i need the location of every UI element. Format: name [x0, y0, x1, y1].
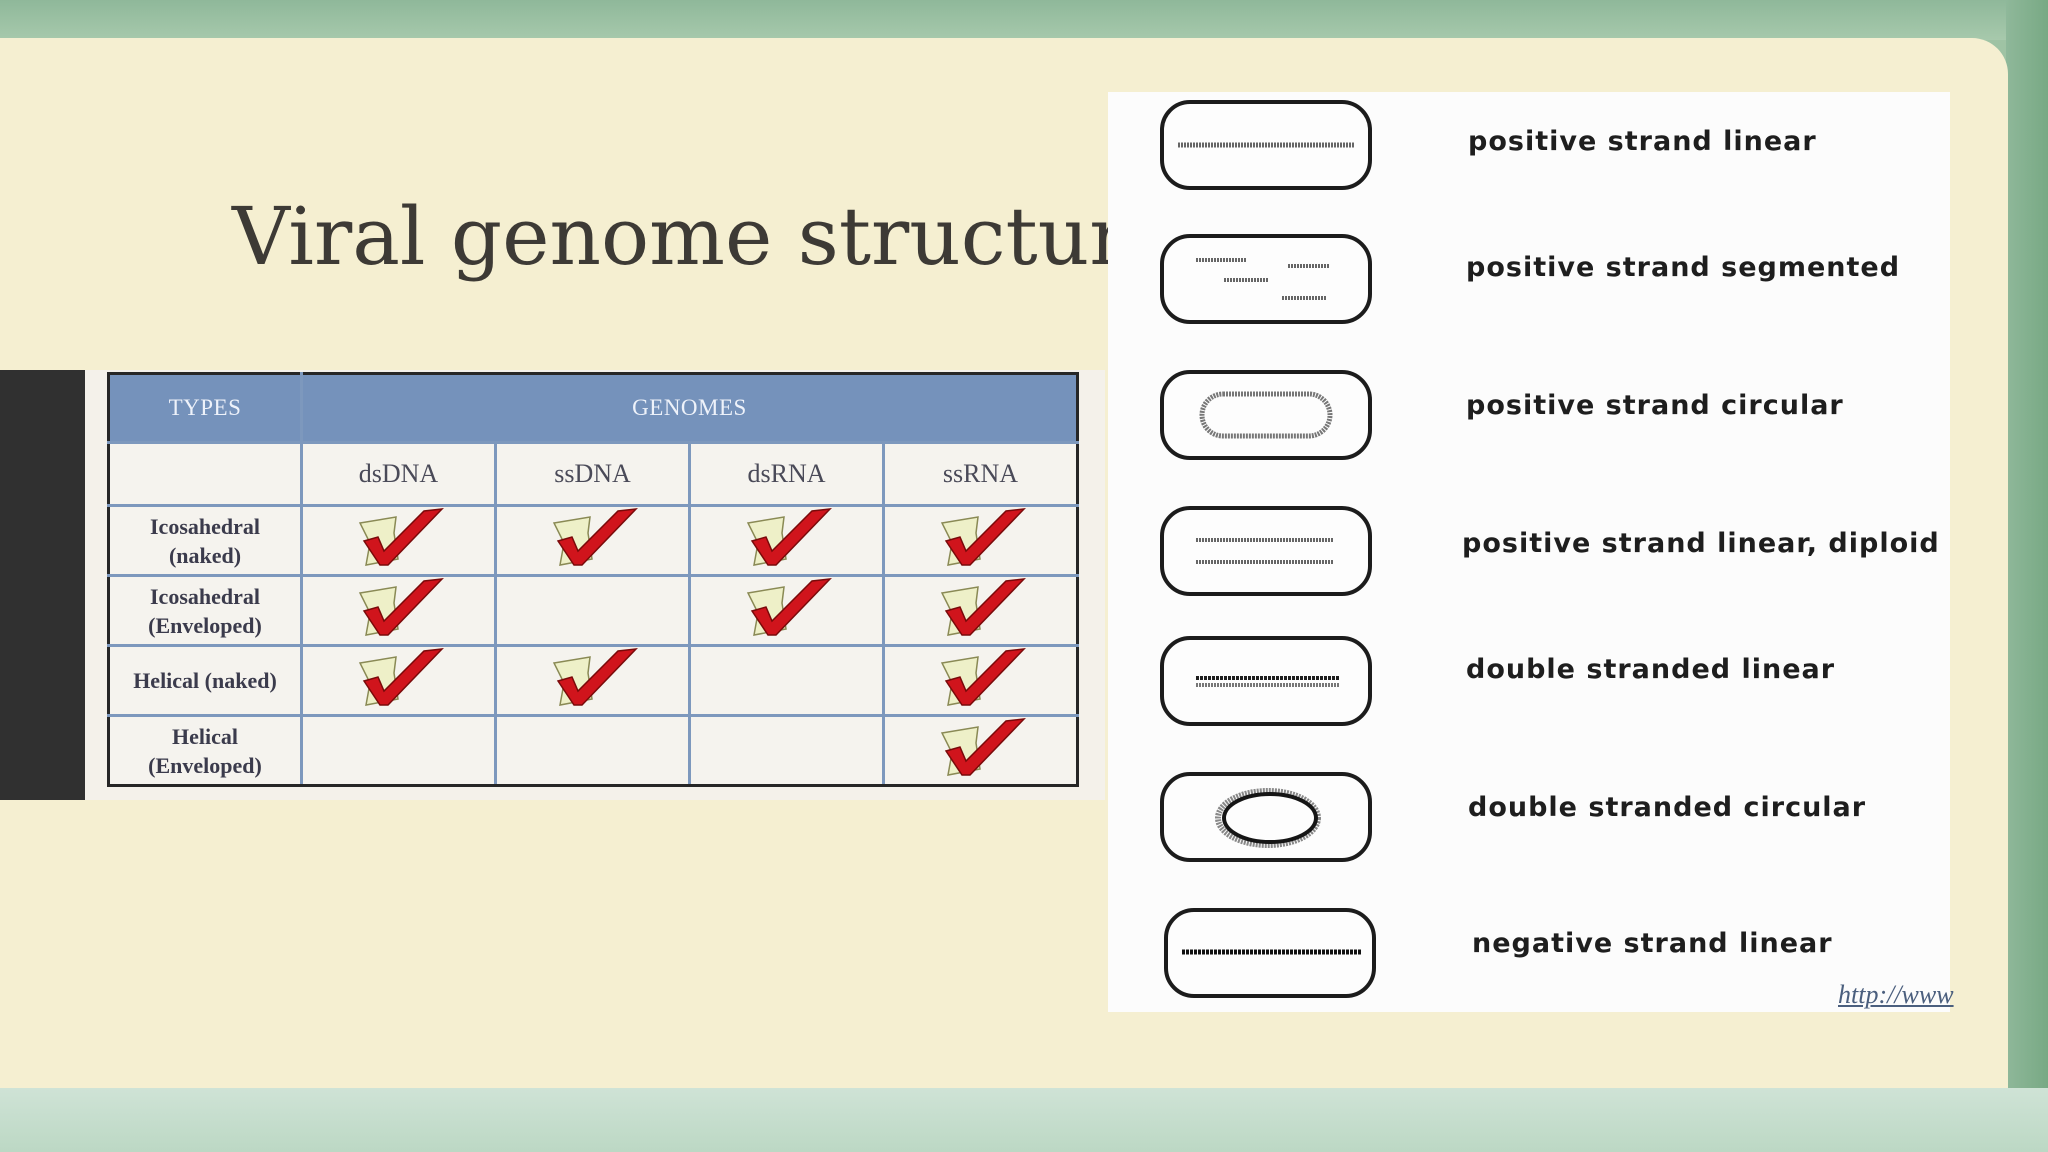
background-bottom: [0, 1088, 2048, 1152]
col-header-dsdna: dsDNA: [300, 441, 497, 507]
check-cell: [494, 644, 691, 717]
diagram-label: positive strand circular: [1466, 390, 1844, 421]
row-label: Icosahedral (Enveloped): [107, 574, 303, 647]
check-cell: [494, 714, 691, 787]
check-cell: [494, 574, 691, 647]
checkmark-icon: [354, 507, 444, 569]
check-cell: [300, 714, 497, 787]
table-row: Helical (Enveloped): [107, 714, 1079, 787]
checkmark-icon: [742, 577, 832, 639]
row-label-line1: Helical: [172, 723, 238, 749]
check-cell: [300, 574, 497, 647]
checkmark-icon: [354, 577, 444, 639]
checkmark-icon: [936, 717, 1026, 779]
checkmark-icon: [548, 647, 638, 709]
checkmark-icon: [936, 577, 1026, 639]
row-label: Icosahedral (naked): [107, 504, 303, 577]
checkmark-icon: [354, 647, 444, 709]
genome-table-image: TYPES GENOMES dsDNA ssDNA dsRNA ssRNA Ic…: [85, 370, 1105, 800]
accent-bar: [0, 370, 85, 800]
row-label-line1: Icosahedral: [150, 513, 260, 539]
two-lines-icon: [1160, 506, 1372, 596]
background-right: [2006, 0, 2048, 1152]
col-header-dsrna: dsRNA: [688, 441, 885, 507]
genome-table: TYPES GENOMES dsDNA ssDNA dsRNA ssRNA Ic…: [107, 372, 1079, 787]
diagram-label: double stranded linear: [1466, 654, 1836, 685]
table-row: Helical (naked): [107, 644, 1079, 717]
double-line-icon: [1160, 636, 1372, 726]
check-cell: [494, 504, 691, 577]
header-genomes: GENOMES: [300, 372, 1079, 444]
check-cell: [300, 644, 497, 717]
diagram-label: positive strand linear, diploid: [1462, 528, 1940, 559]
check-cell: [882, 574, 1079, 647]
open-circle-icon: [1160, 370, 1372, 460]
row-label: Helical (Enveloped): [107, 714, 303, 787]
check-cell: [882, 644, 1079, 717]
check-cell: [688, 644, 885, 717]
row-label-line1: Icosahedral: [150, 583, 260, 609]
diagram-label: positive strand linear: [1468, 126, 1817, 157]
diagram-label: double stranded circular: [1468, 792, 1867, 823]
check-cell: [688, 714, 885, 787]
row-label: Helical (naked): [107, 644, 303, 717]
table-row: Icosahedral (naked): [107, 504, 1079, 577]
corner-cell: [107, 441, 303, 507]
double-circle-icon: [1160, 772, 1372, 862]
col-header-ssdna: ssDNA: [494, 441, 691, 507]
header-types: TYPES: [107, 372, 303, 444]
segmented-lines-icon: [1160, 234, 1372, 324]
checkmark-icon: [936, 647, 1026, 709]
check-cell: [688, 574, 885, 647]
source-link[interactable]: http://www: [1838, 980, 1954, 1009]
genome-diagram-image: positive strand linear positive strand s…: [1108, 92, 1950, 1012]
check-cell: [882, 714, 1079, 787]
slide-title: Viral genome structure: [232, 190, 1175, 283]
check-cell: [882, 504, 1079, 577]
col-header-ssrna: ssRNA: [882, 441, 1079, 507]
checkmark-icon: [548, 507, 638, 569]
row-label-line2: (Enveloped): [148, 612, 262, 638]
diagram-label: negative strand linear: [1472, 928, 1833, 959]
single-line-icon: [1160, 100, 1372, 190]
checkmark-icon: [742, 507, 832, 569]
diagram-label: positive strand segmented: [1466, 252, 1901, 283]
row-label-line2: (Enveloped): [148, 752, 262, 778]
row-label-line1: Helical (naked): [133, 668, 277, 693]
background-top: [0, 0, 2048, 40]
checkmark-icon: [936, 507, 1026, 569]
check-cell: [688, 504, 885, 577]
check-cell: [300, 504, 497, 577]
row-label-line2: (naked): [168, 542, 242, 568]
dark-line-icon: [1164, 908, 1376, 998]
table-row: Icosahedral (Enveloped): [107, 574, 1079, 647]
